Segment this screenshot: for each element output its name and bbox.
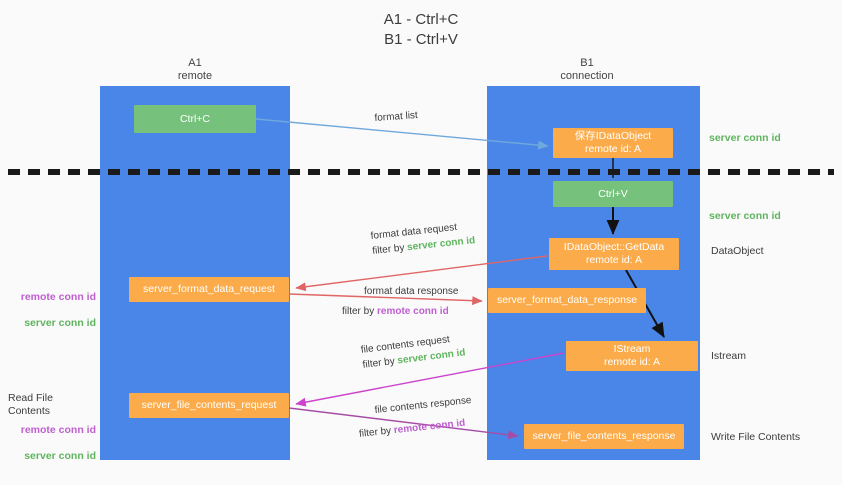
annotation-read-file-contents: Read File Contents <box>8 392 53 417</box>
annotation-istream: Istream <box>711 350 747 362</box>
filter-value-remote-conn-id: remote conn id <box>377 306 449 317</box>
node-ctrl-v[interactable]: Ctrl+V <box>553 181 673 207</box>
column-header-b1: B1 connection <box>560 57 614 82</box>
diagram-title: A1 - Ctrl+C B1 - Ctrl+V <box>383 11 459 48</box>
arrow-file-contents-request <box>295 352 565 407</box>
node-server-format-data-response[interactable]: server_format_data_response <box>488 288 646 313</box>
node-idataobject-getdata[interactable]: IDataObject::GetData remote id: A <box>549 238 679 270</box>
arrow-format-list <box>255 118 549 150</box>
arrow-format-data-request <box>295 255 548 292</box>
arrow-file-contents-response <box>288 407 519 440</box>
annotation-remote-conn-id: remote conn id <box>20 424 96 436</box>
edge-label-format-list: format list <box>374 108 418 126</box>
dashed-divider <box>8 169 834 175</box>
annotation-left-conn-ids-bottom: remote conn id server conn id <box>10 411 96 476</box>
column-header-a1: A1 remote <box>177 57 213 82</box>
filter-prefix: filter by <box>362 355 399 371</box>
annotation-server-conn-id-mid: server conn id <box>709 210 781 222</box>
annotation-server-conn-id: server conn id <box>24 317 96 329</box>
arrow-format-data-response <box>288 293 483 306</box>
filter-prefix: filter by <box>342 306 378 317</box>
filter-prefix: filter by <box>358 425 395 440</box>
node-istream[interactable]: IStream remote id: A <box>566 341 698 371</box>
edge-label-format-data-response-title: format data response <box>364 286 459 297</box>
annotation-left-conn-ids-top: remote conn id server conn id <box>10 278 96 343</box>
edge-label-format-list-text: format list <box>374 109 419 124</box>
edge-label-format-data-response: format data response filter by remote co… <box>342 284 459 319</box>
annotation-remote-conn-id: remote conn id <box>20 291 96 303</box>
annotation-dataobject: DataObject <box>711 245 764 257</box>
node-server-file-contents-response[interactable]: server_file_contents_response <box>524 424 684 449</box>
node-server-file-contents-request[interactable]: server_file_contents_request <box>129 393 289 418</box>
node-save-idataobject[interactable]: 保存IDataObject remote id: A <box>553 128 673 158</box>
node-server-format-data-request[interactable]: server_format_data_request <box>129 277 289 302</box>
edge-label-format-data-response-filter: filter by remote conn id <box>342 304 459 319</box>
filter-prefix: filter by <box>371 242 408 257</box>
annotation-write-file-contents: Write File Contents <box>711 431 801 443</box>
node-ctrl-c[interactable]: Ctrl+C <box>134 105 256 133</box>
annotation-server-conn-id: server conn id <box>24 450 96 462</box>
annotation-server-conn-id-top: server conn id <box>709 132 781 144</box>
